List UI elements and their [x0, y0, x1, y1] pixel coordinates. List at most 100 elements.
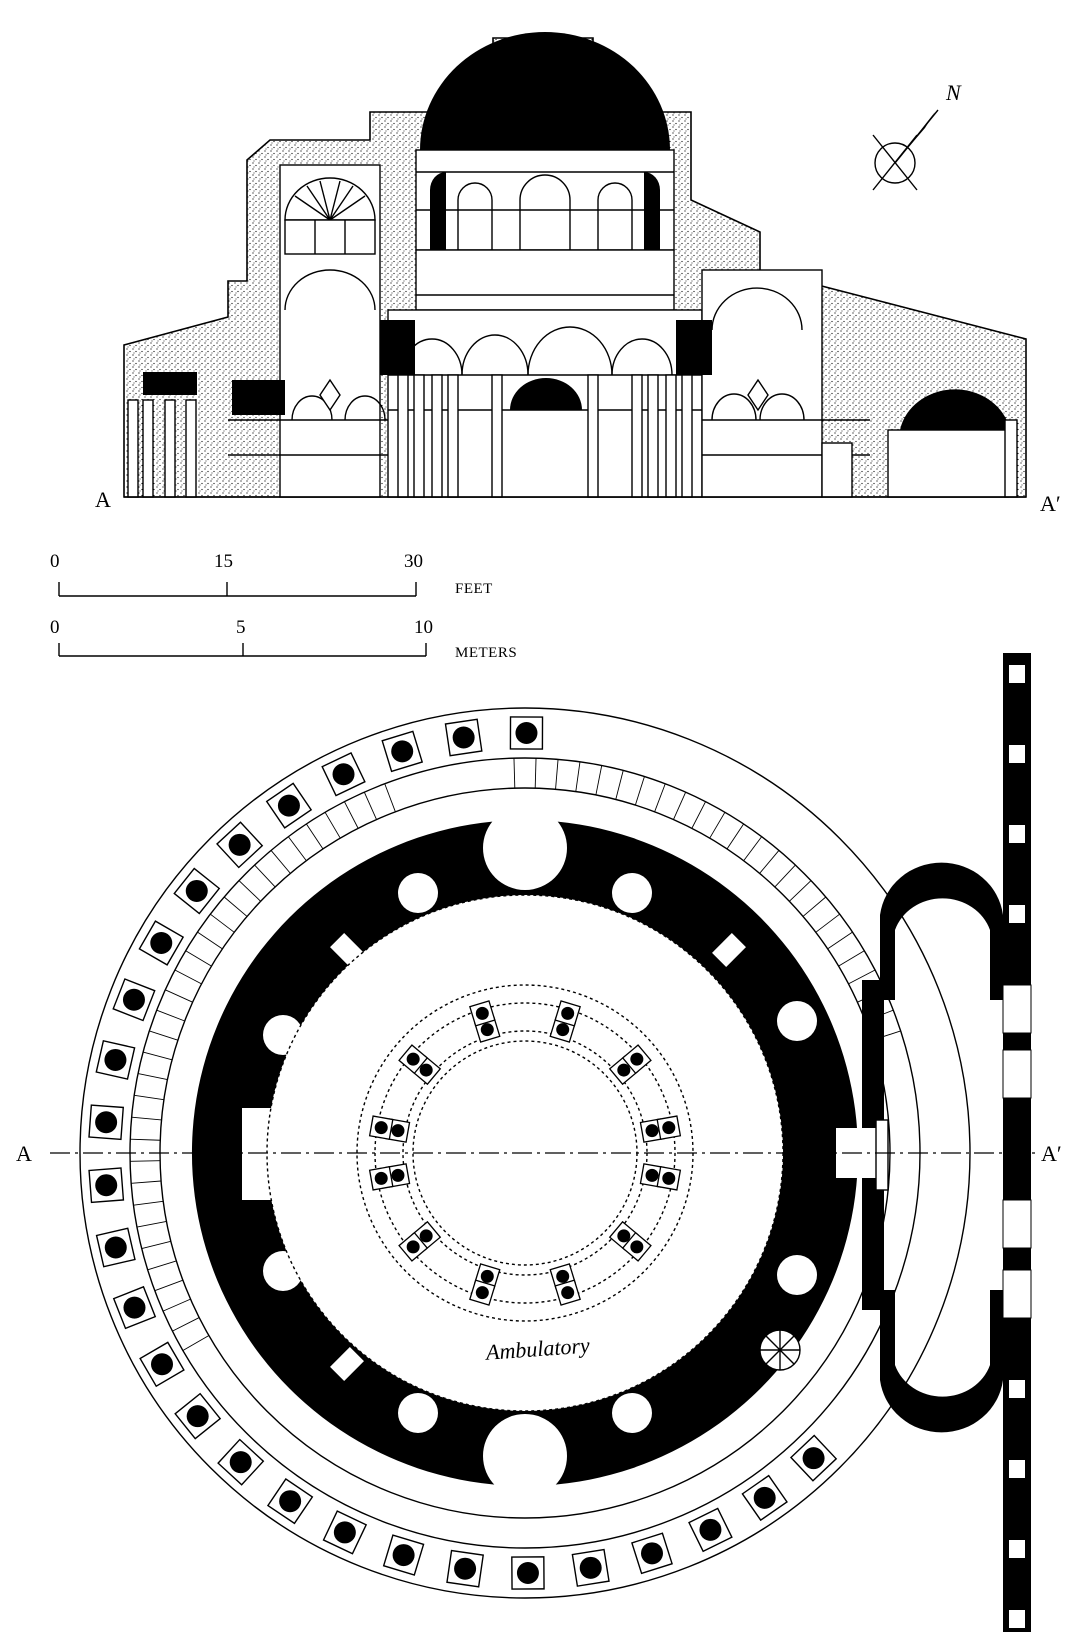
- peristyle-pier: [381, 730, 424, 773]
- inner-column: [656, 1115, 682, 1140]
- wall-window: [1009, 745, 1025, 763]
- central-dome: [420, 32, 670, 150]
- stair-tread: [141, 1240, 171, 1249]
- stair-tread: [654, 783, 666, 812]
- ambulatory-label: Ambulatory: [483, 1333, 591, 1365]
- stair-tread: [133, 1200, 164, 1206]
- inner-column: [554, 1000, 581, 1027]
- plan-label-left: A: [16, 1141, 32, 1166]
- stair-tread: [384, 783, 396, 812]
- drum-windows: [416, 171, 674, 251]
- left-fan-lunette: [284, 177, 376, 221]
- peristyle-pier: [88, 1104, 125, 1141]
- inner-column: [368, 1115, 394, 1140]
- stair-tread: [185, 950, 212, 967]
- peristyle-pier: [95, 1039, 136, 1080]
- stair-tread: [802, 896, 827, 917]
- peristyle-pier: [444, 718, 483, 757]
- peristyle-pier: [88, 1167, 125, 1204]
- feet-tick-30: 30: [404, 551, 423, 572]
- wall-window: [1009, 905, 1025, 923]
- wall-window: [1009, 1540, 1025, 1558]
- inner-column: [368, 1166, 394, 1191]
- stair-tread: [709, 812, 726, 839]
- stair-tread: [172, 1317, 200, 1332]
- stair-tread: [759, 850, 780, 874]
- right-wing: [701, 269, 823, 498]
- stair-tread: [162, 1298, 191, 1312]
- inner-column: [469, 1279, 496, 1306]
- stair-tread: [182, 1335, 210, 1351]
- stair-tread: [130, 1160, 161, 1162]
- scale-bar-feet: 0 15 30 FEET: [50, 551, 493, 597]
- stair-tread: [615, 770, 624, 800]
- stair-tread: [137, 1073, 168, 1081]
- stair-tread: [848, 969, 876, 985]
- stair-tread: [324, 812, 341, 839]
- peristyle-pier: [174, 1392, 222, 1440]
- stair-tread: [149, 1030, 179, 1041]
- wall-window: [1009, 1460, 1025, 1478]
- side-wall-openings: [1002, 665, 1032, 1628]
- peristyle-pier: [138, 920, 185, 966]
- stair-tread: [815, 913, 840, 933]
- inner-column: [469, 1000, 496, 1027]
- peristyle-pier: [509, 716, 544, 750]
- stair-tread: [743, 836, 762, 862]
- feet-tick-0: 0: [50, 551, 60, 572]
- peristyle-pier: [789, 1434, 838, 1482]
- peristyle-piers: [88, 716, 838, 1590]
- left-porch: [127, 372, 197, 498]
- wall-window: [1009, 1610, 1025, 1628]
- stair-tread: [774, 864, 796, 888]
- stair-tread: [513, 758, 516, 789]
- feet-unit: FEET: [455, 581, 493, 597]
- peristyle-pier: [446, 1549, 485, 1588]
- stair-tread: [174, 969, 202, 985]
- wall-opening: [1002, 1049, 1032, 1099]
- stair-tread: [726, 823, 744, 850]
- inner-column: [656, 1166, 682, 1191]
- stair-tread: [134, 1094, 164, 1101]
- wall-window: [1009, 825, 1025, 843]
- stair-tread: [363, 791, 377, 820]
- stair-tread: [595, 765, 603, 796]
- peristyle-pier: [173, 867, 221, 915]
- peristyle-pier: [95, 1227, 136, 1268]
- peristyle-pier: [217, 1438, 265, 1486]
- wall-opening: [1002, 1199, 1032, 1249]
- stair-tread: [165, 989, 193, 1003]
- section-label-left: A: [95, 487, 111, 512]
- stair-tread: [254, 864, 276, 888]
- stair-tread: [575, 761, 581, 792]
- right-apse-vault: [900, 389, 1010, 430]
- stair-tread: [288, 836, 307, 862]
- stair-tread: [136, 1220, 167, 1228]
- peristyle-pier: [112, 978, 156, 1022]
- stair-tread: [197, 931, 223, 950]
- peristyle-pier: [688, 1507, 733, 1553]
- peristyle-pier: [741, 1474, 788, 1522]
- stair-tread: [634, 776, 645, 806]
- stair-tread: [691, 801, 706, 829]
- stair-tread: [238, 880, 261, 902]
- stair-tread: [827, 931, 853, 950]
- section-elevation: A A′: [95, 32, 1061, 516]
- stair-tread: [673, 791, 687, 820]
- stair-tread: [142, 1051, 173, 1061]
- peristyle-pier: [266, 1478, 314, 1525]
- peristyle-pier: [511, 1556, 545, 1590]
- meters-tick-0: 0: [50, 617, 60, 638]
- stair-tread: [534, 758, 537, 789]
- peristyle-pier: [265, 782, 313, 829]
- wall-window: [1009, 1380, 1025, 1398]
- stair-tread: [156, 1009, 185, 1022]
- inner-column: [398, 1044, 429, 1075]
- outer-ring: [79, 707, 971, 1599]
- stair-tread: [270, 850, 291, 874]
- peristyle-stairs: [130, 758, 901, 1351]
- peristyle-pier: [216, 821, 264, 869]
- inner-column: [398, 1231, 429, 1262]
- wall-opening: [1002, 984, 1032, 1034]
